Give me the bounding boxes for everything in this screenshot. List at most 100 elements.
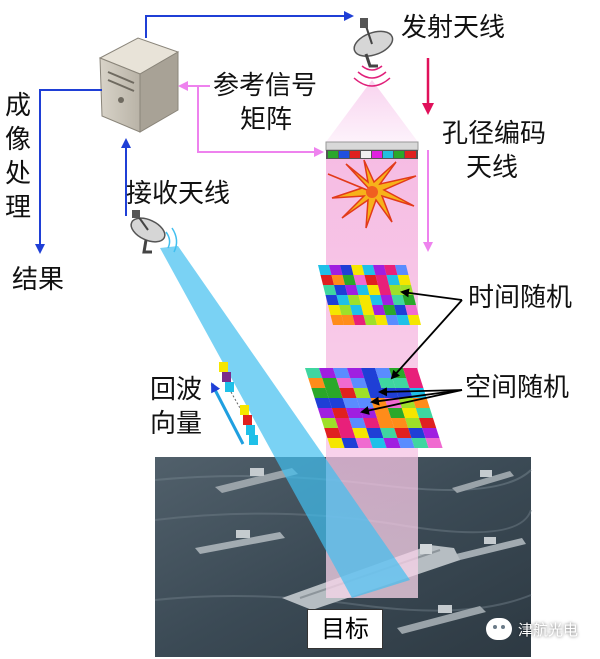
time-random-cell [331, 275, 345, 285]
space-random-cell [406, 378, 424, 388]
space-random-cell [378, 378, 396, 388]
time-random-cell [395, 265, 409, 275]
transmit-cone [326, 80, 418, 142]
imaging-processing-char-1: 成 [5, 91, 32, 121]
space-random-cell [363, 418, 381, 428]
time-random-cell [383, 305, 397, 315]
receive-waves [165, 227, 178, 253]
receive-antenna-label: 接收天线 [126, 179, 231, 209]
space-random-cell [380, 428, 398, 438]
space-random-cell [355, 438, 373, 448]
space-random-cell [328, 398, 346, 408]
ship-left [195, 530, 285, 554]
space-random-cell [397, 438, 415, 448]
wechat-icon [486, 618, 512, 640]
reference-matrix-label-line1: 参考信号 [213, 71, 318, 101]
time-random-cell [396, 315, 410, 325]
time-random-cell [373, 265, 387, 275]
time-random-cell [336, 295, 350, 305]
time-random-cell [369, 295, 383, 305]
aperture-coded-label-line1: 孔径编码 [442, 119, 547, 149]
time-random-cell [342, 275, 356, 285]
imaging-processing-char-2: 像 [5, 125, 32, 155]
space-random-grid [305, 368, 443, 448]
time-random-cell [391, 295, 405, 305]
time-random-cell [356, 285, 370, 295]
space-random-cell [408, 428, 426, 438]
echo-vector-arrow [210, 382, 245, 445]
space-random-cell [366, 428, 384, 438]
space-random-cell [353, 388, 371, 398]
time-random-cell [402, 295, 416, 305]
imaging-processing-char-4: 理 [5, 193, 32, 223]
space-random-cell [336, 378, 354, 388]
pointer-arrows [360, 288, 463, 415]
result-label: 结果 [12, 265, 65, 295]
space-random-cell [339, 388, 357, 398]
time-random-cell [328, 305, 342, 315]
echo-vector-label-line1: 回波 [150, 375, 203, 405]
space-random-cell [383, 438, 401, 448]
time-random-cell [325, 295, 339, 305]
space-random-cell [415, 408, 433, 418]
space-random-cell [308, 378, 326, 388]
echo-vector-column [219, 362, 258, 445]
space-random-cell [311, 388, 329, 398]
reference-matrix-label-line2: 矩阵 [240, 105, 293, 135]
time-random-cell [353, 275, 367, 285]
receive-beam [160, 246, 410, 598]
space-random-cell [327, 438, 345, 448]
time-random-cell [330, 315, 344, 325]
time-random-cell [323, 285, 337, 295]
watermark-text: 津航光电 [518, 620, 579, 639]
transmit-dish-icon [353, 18, 394, 68]
ship-right [452, 537, 526, 561]
server-icon [98, 37, 180, 133]
space-random-cell [347, 368, 365, 378]
aperture-coded-label-line2: 天线 [466, 153, 519, 183]
time-random-grid [318, 265, 421, 325]
time-random-cell [372, 305, 386, 315]
space-random-cell [305, 368, 323, 378]
arrow-ref-to-aperture [197, 85, 324, 157]
time-random-cell [340, 265, 354, 275]
space-random-cell [314, 398, 332, 408]
space-random-cell [369, 438, 387, 448]
time-random-cell [367, 285, 381, 295]
space-random-cell [319, 368, 337, 378]
space-random-cell [345, 408, 363, 418]
time-random-cell [384, 265, 398, 275]
time-random-cell [389, 285, 403, 295]
time-random-cell [341, 315, 355, 325]
space-random-cell [392, 378, 410, 388]
arrow-server-to-result [35, 89, 102, 254]
time-random-cell [405, 305, 419, 315]
space-random-cell [419, 418, 437, 428]
ship-right-top [452, 470, 514, 493]
space-random-cell [317, 408, 335, 418]
echo-vector-label-line2: 向量 [150, 409, 203, 439]
space-random-cell [324, 428, 342, 438]
space-random-cell [401, 408, 419, 418]
time-random-cell [329, 265, 343, 275]
arrow-server-to-transmit [145, 11, 354, 38]
space-random-cell [422, 428, 440, 438]
time-random-cell [364, 275, 378, 285]
space-random-cell [361, 368, 379, 378]
time-random-cell [347, 295, 361, 305]
time-random-cell [339, 305, 353, 315]
time-random-cell [386, 275, 400, 285]
receive-dish-icon [130, 210, 166, 254]
space-random-cell [350, 378, 368, 388]
watermark: 津航光电 [486, 618, 578, 640]
time-random-cell [334, 285, 348, 295]
time-random-label: 时间随机 [468, 283, 573, 313]
radiation-pattern [327, 159, 417, 229]
space-random-cell [349, 418, 367, 428]
space-random-cell [333, 368, 351, 378]
coded-aperture-strip [325, 141, 419, 159]
space-random-cell [342, 398, 360, 408]
time-random-cell [385, 315, 399, 325]
space-random-cell [325, 388, 343, 398]
